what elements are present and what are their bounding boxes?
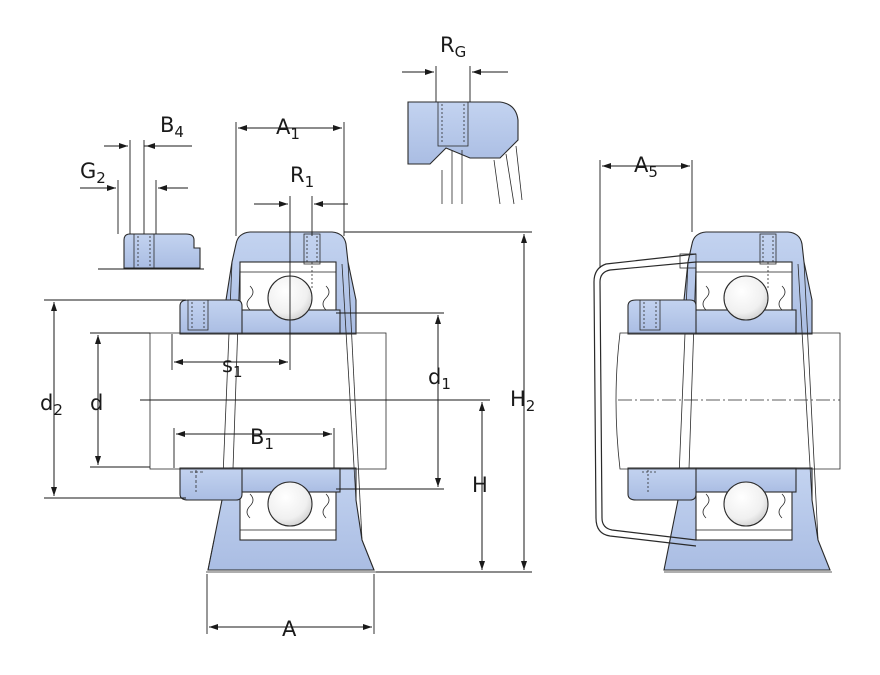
label-H2: H2: [510, 387, 535, 415]
dim-d: [90, 332, 150, 468]
ball-lower: [267, 481, 313, 527]
label-d: d: [90, 391, 103, 415]
dim-H: [479, 402, 485, 570]
label-R1: R1: [290, 163, 314, 191]
side-view-with-cover: [593, 160, 841, 573]
label-B1: B1: [250, 425, 274, 453]
label-H: H: [472, 473, 488, 497]
label-A5: A5: [634, 153, 658, 181]
end-cover: [599, 261, 697, 541]
label-A: A: [282, 617, 297, 641]
dim-R1: [254, 196, 348, 370]
label-A1: A1: [276, 115, 300, 143]
dim-d2: [44, 299, 186, 499]
dim-A: [206, 574, 375, 634]
label-G2: G2: [80, 159, 106, 187]
dim-B1: [173, 428, 335, 468]
main-view: [44, 122, 532, 634]
locking-collar-lower: [179, 467, 243, 501]
rg-detail: [402, 66, 523, 205]
dim-A1: [235, 122, 345, 236]
collar-detail: [80, 140, 204, 270]
label-s1: s1: [222, 353, 243, 381]
dim-s1: [171, 334, 288, 370]
shaft: [149, 332, 387, 470]
label-RG: RG: [440, 33, 466, 61]
locking-collar-upper: [179, 299, 243, 335]
label-B4: B4: [160, 113, 184, 141]
housing-base-outline: [206, 539, 376, 573]
label-d1: d1: [428, 365, 451, 393]
dim-d1: [336, 312, 444, 490]
label-d2: d2: [40, 391, 63, 419]
dim-H2: [344, 231, 532, 573]
